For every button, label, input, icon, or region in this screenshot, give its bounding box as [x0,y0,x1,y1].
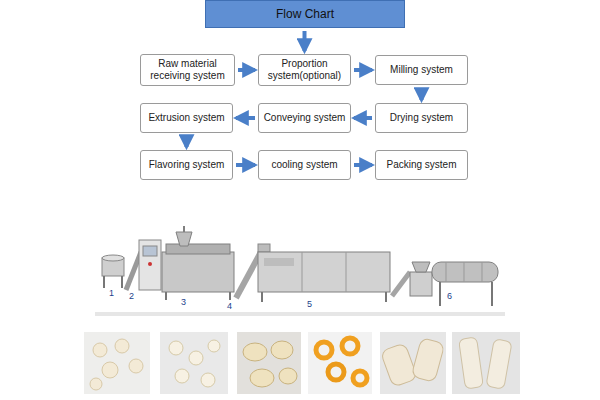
box-label: Conveying system [264,112,346,124]
flow-arrow [236,163,255,167]
flow-arrow [420,88,424,100]
callout-number: 2 [128,292,135,302]
box-label: cooling system [271,159,337,171]
dryer-oven [258,252,390,302]
process-box: Proportion system(optional) [258,54,351,86]
flow-arrow [354,68,372,72]
heading-box: Flow Chart [205,0,405,28]
process-box: cooling system [258,150,351,180]
process-box: Milling system [375,55,468,85]
flow-arrow [303,31,307,51]
box-label: Flavoring system [149,159,225,171]
flow-arrow [354,116,372,120]
box-label: Raw material receiving system [145,58,230,82]
process-box: Drying system [375,103,468,133]
process-box: Raw material receiving system [140,54,235,86]
callout-number: 3 [180,298,187,308]
process-box: Conveying system [258,103,351,133]
callout-number: 6 [446,292,453,302]
flow-arrow [238,68,255,72]
callout-number: 5 [306,300,313,310]
flavoring-drum [392,262,498,306]
box-label: Proportion system(optional) [263,58,346,82]
box-label: Flow Chart [276,7,334,21]
mixer-machine [102,255,124,288]
process-box: Packing system [375,150,468,180]
box-label: Extrusion system [148,112,224,124]
box-label: Packing system [386,159,456,171]
flow-arrow [236,116,255,120]
box-label: Drying system [390,112,453,124]
extruder-machine [162,226,234,300]
box-label: Milling system [390,64,453,76]
flow-arrow [354,163,372,167]
callout-number: 4 [226,302,233,312]
process-box: Flavoring system [140,150,233,180]
flow-arrow [185,136,189,147]
callout-number: 1 [108,289,115,299]
product-samples [84,332,520,394]
screw-feeder [126,240,161,290]
process-box: Extrusion system [140,103,233,133]
